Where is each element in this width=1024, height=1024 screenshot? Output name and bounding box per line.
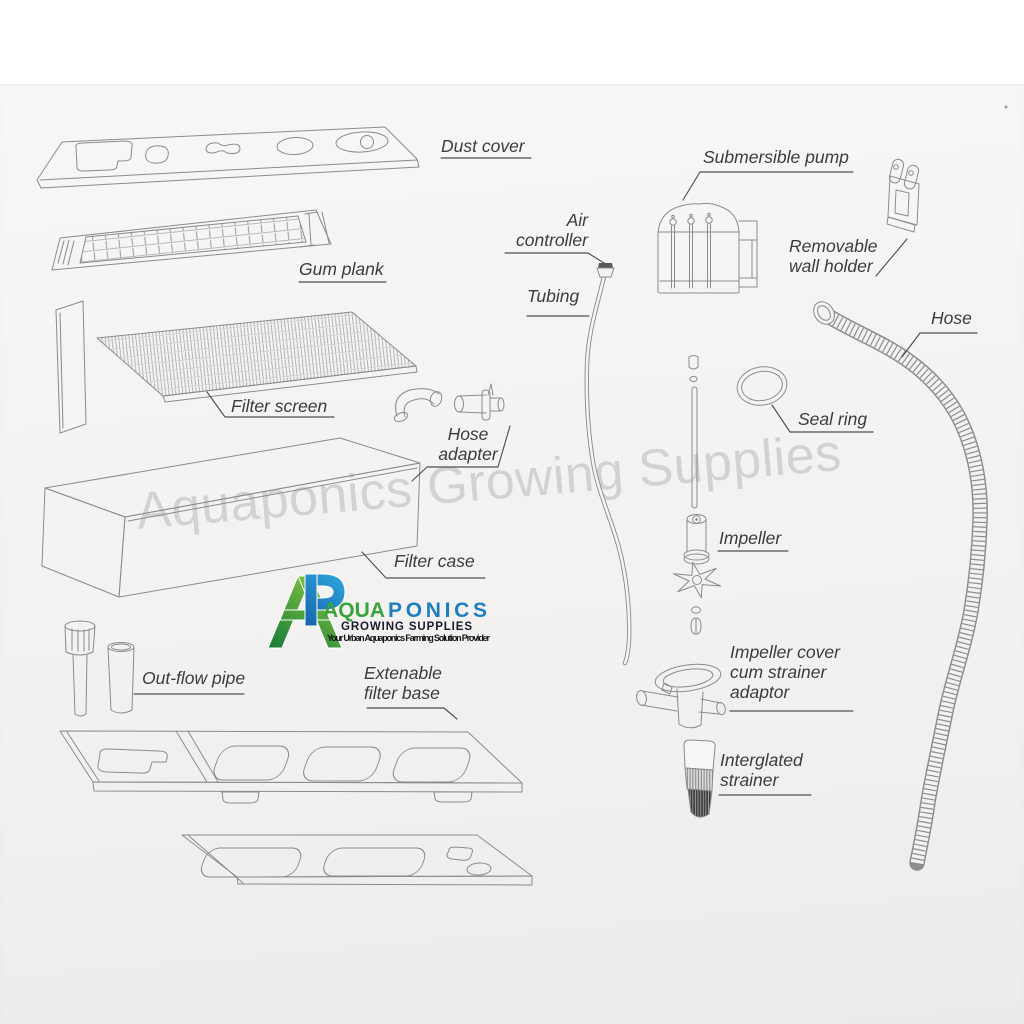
logo-name-blue: PONICS (388, 599, 487, 622)
label-removable-wall-holder: Removable wall holder (789, 236, 878, 276)
impeller-cover-drawing (636, 663, 726, 729)
logo-subtitle: GROWING SUPPLIES (341, 621, 474, 633)
dust-cover-drawing (36, 126, 420, 189)
label-interglated-strainer: Interglated strainer (720, 750, 803, 790)
gum-plank-drawing (51, 209, 332, 271)
tubing-drawing (584, 263, 632, 666)
label-impeller-cover: Impeller cover cum strainer adaptor (730, 642, 840, 702)
filter-case-drawing (41, 437, 421, 598)
out-flow-pipe-drawing (64, 620, 135, 717)
wall-holder-drawing (886, 158, 920, 233)
label-tubing: Tubing (527, 286, 580, 306)
label-dust-cover: Dust cover (441, 136, 525, 156)
label-filter-screen: Filter screen (231, 396, 328, 416)
filter-screen-drawing (55, 300, 418, 434)
seal-ring-drawing (736, 366, 788, 406)
label-filter-case: Filter case (394, 551, 475, 571)
label-submersible-pump: Submersible pump (703, 147, 849, 167)
paper-speck (1004, 105, 1008, 109)
logo-name-green: AQUA (323, 599, 385, 622)
label-hose-adapter: Hose adapter (438, 424, 498, 464)
top-white-strip (0, 0, 1024, 84)
filter-base-tray-drawing (59, 730, 533, 886)
label-impeller: Impeller (719, 528, 782, 548)
hose-drawing (813, 301, 988, 871)
logo-monogram (267, 573, 346, 649)
hose-adapter-drawing (393, 383, 505, 422)
logo-tagline: Your Urban Aquaponics Farming Solution P… (327, 633, 490, 643)
label-extenable-filter-base: Extenable filter base (364, 663, 442, 703)
label-out-flow-pipe: Out-flow pipe (142, 668, 246, 688)
impeller-drawing (673, 355, 721, 635)
air-controller-drawing (598, 263, 613, 268)
label-seal-ring: Seal ring (798, 409, 868, 429)
strainer-drawing (683, 739, 716, 818)
label-gum-plank: Gum plank (299, 259, 384, 279)
submersible-pump-drawing (657, 202, 758, 294)
label-hose: Hose (931, 308, 972, 328)
brand-logo: AQUA PONICS GROWING SUPPLIES Your Urban … (267, 573, 490, 649)
label-air-controller: Air controller (516, 210, 588, 250)
label-leader-lines (133, 157, 978, 796)
